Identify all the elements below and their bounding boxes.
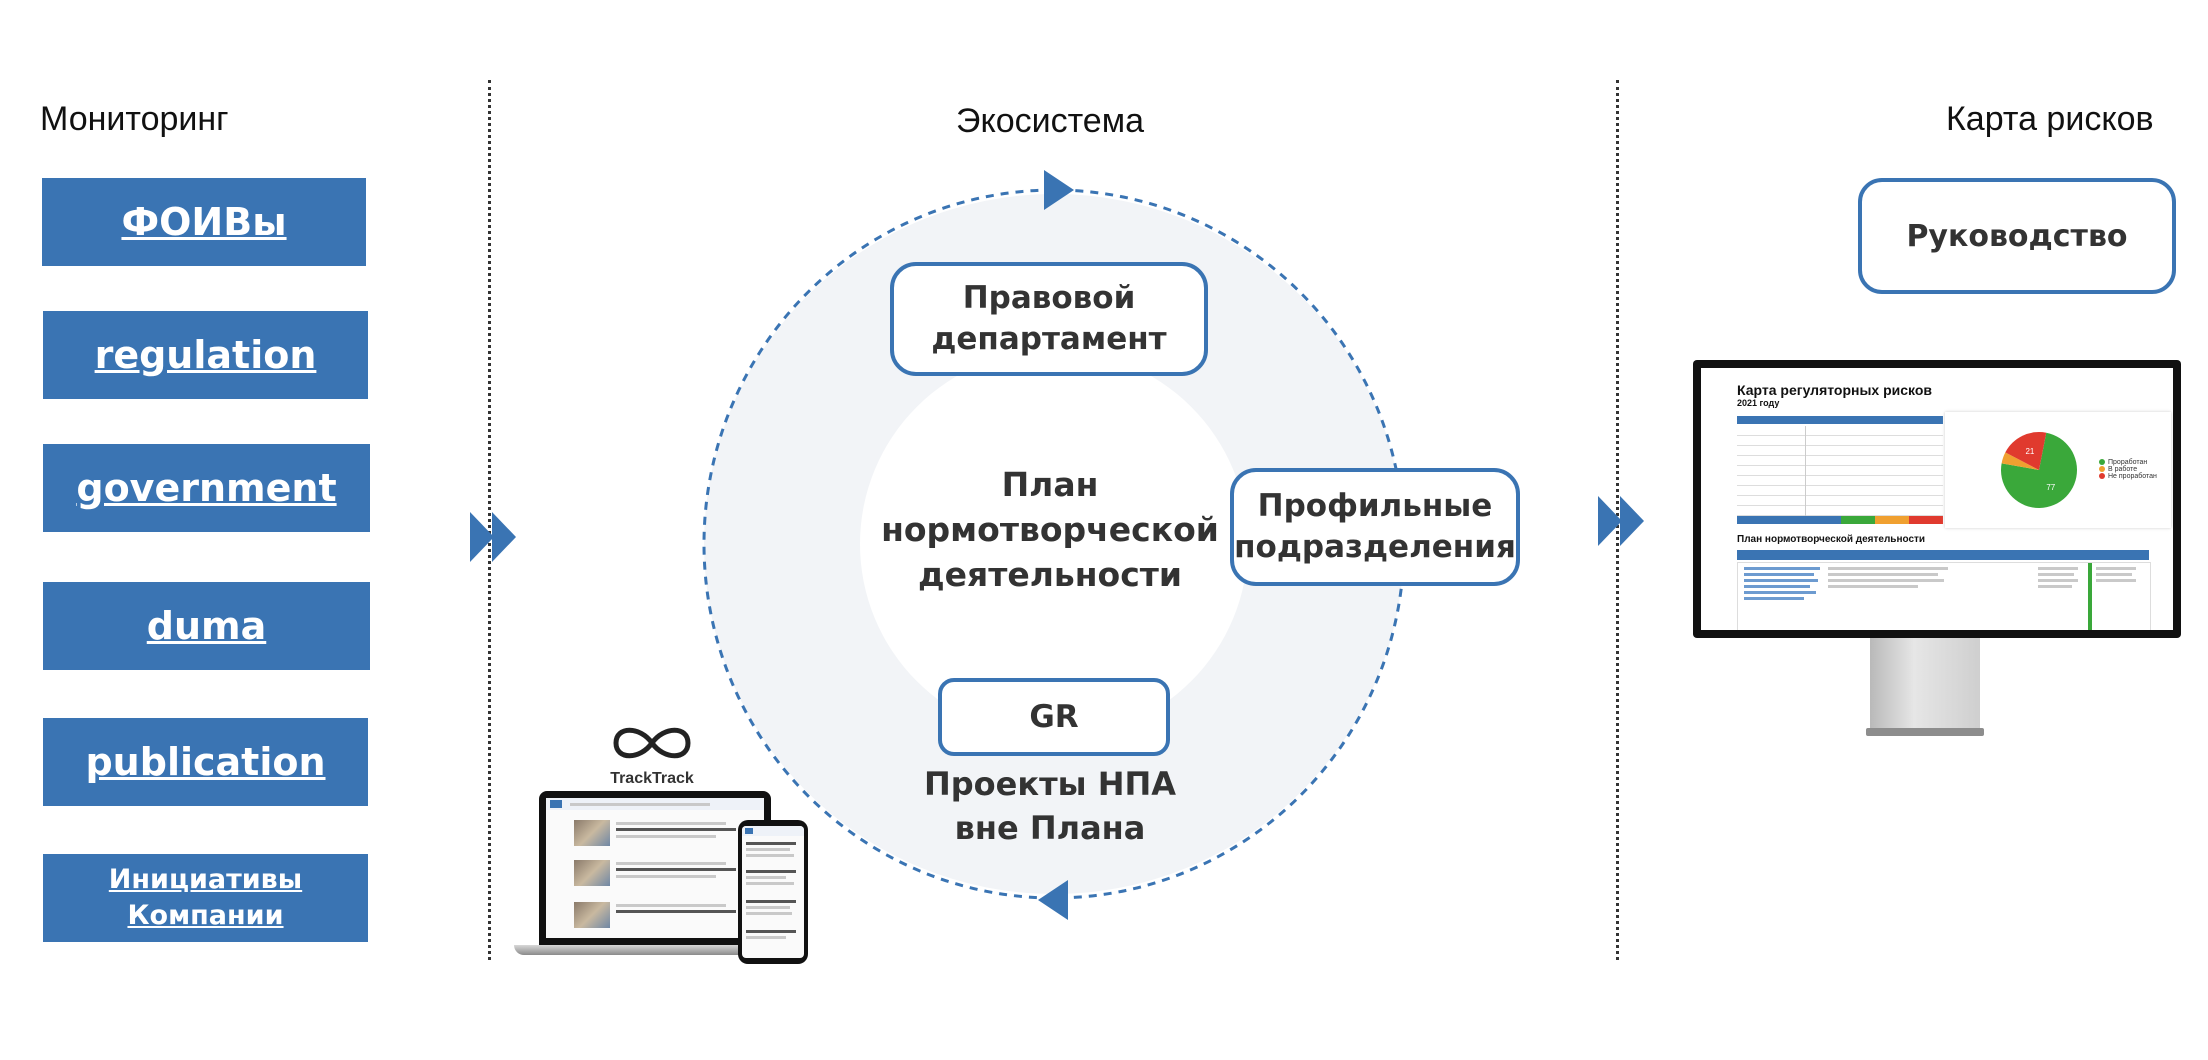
pie-slice-label: 77: [2046, 483, 2055, 492]
legal-line2: департамент: [931, 321, 1167, 357]
monitoring-link-label: duma: [146, 604, 267, 648]
table-row: [1737, 476, 1943, 486]
plan-title-line3: деятельности: [917, 555, 1183, 594]
legend-label-1: В работе: [2108, 465, 2137, 473]
risk-map-screen-subtitle: 2021 году: [1737, 398, 1780, 408]
flow-arrow-left-icon: [470, 512, 516, 562]
monitoring-link-publication[interactable]: publication: [43, 718, 368, 806]
table-row: [1737, 456, 1943, 466]
pie-slice-label: 21: [2025, 447, 2034, 456]
management-label: Руководство: [1906, 218, 2128, 254]
profile-line2: подразделения: [1234, 529, 1516, 565]
risk-table-totals: [1737, 516, 1943, 524]
projects-line1: Проекты НПА: [923, 765, 1177, 803]
monitor-stand: [1870, 638, 1980, 734]
legal-line1: Правовой: [962, 280, 1136, 316]
monitoring-link-label: regulation: [94, 333, 317, 377]
monitoring-link-label: ФОИВы: [121, 200, 287, 244]
ecosystem-title: Экосистема: [956, 102, 1144, 140]
pie-slice: [2001, 452, 2039, 470]
laptop-app-icon: [550, 800, 562, 808]
legend-label-2: Не проработан: [2108, 472, 2157, 480]
profile-line1: Профильные: [1257, 488, 1493, 524]
laptop-base: [514, 945, 796, 955]
monitoring-link-label-line2: Компании: [127, 900, 284, 931]
monitor-device: Карта регуляторных рисков 2021 году 77 21…: [1693, 360, 2181, 638]
pie-slice: [2005, 432, 2047, 470]
phone-device: [738, 820, 808, 964]
projects-line2: вне Плана: [954, 809, 1146, 847]
laptop-screen-content: [546, 798, 764, 938]
legend-swatch-orange: [2099, 466, 2105, 472]
pie-slice: [2001, 432, 2077, 508]
ecosystem-cycle-diagram: [702, 170, 1406, 920]
monitoring-link-regulation[interactable]: regulation: [43, 311, 368, 399]
monitor-stand-base: [1866, 728, 1984, 736]
monitoring-title: Мониторинг: [40, 100, 229, 138]
legal-department-box: Правовой департамент: [890, 262, 1208, 376]
cycle-arrow-top-icon: [1044, 170, 1074, 210]
tracktrack-brand: TrackTrack: [610, 770, 694, 787]
monitoring-link-duma[interactable]: duma: [43, 582, 370, 670]
phone-screen-content: [742, 826, 804, 958]
risk-table-header: [1737, 416, 1943, 424]
table-row: [1737, 506, 1943, 516]
gr-box: GR: [938, 678, 1170, 756]
risk-map-screen: Карта регуляторных рисков 2021 году 77 21…: [1701, 368, 2173, 630]
profile-departments-box: Профильные подразделения: [1230, 468, 1520, 586]
monitoring-link-label: publication: [85, 740, 326, 784]
gr-label: GR: [1029, 698, 1079, 735]
risk-map-screen-title: Карта регуляторных рисков: [1737, 382, 1933, 398]
left-divider: [488, 80, 491, 960]
risk-pie-chart: 77 21 Проработан В работе Не проработан: [2001, 432, 2157, 508]
table-row: [1737, 426, 1943, 436]
flow-arrow-right-icon: [1598, 496, 1644, 546]
management-box: Руководство: [1858, 178, 2176, 294]
riskmap-title: Карта рисков: [1946, 100, 2154, 138]
plan-screen-title: План нормотворческой деятельности: [1737, 534, 1926, 545]
plan-table-header: [1737, 550, 2149, 560]
table-row: [1737, 466, 1943, 476]
cycle-arrow-bottom-icon: [1038, 880, 1068, 920]
table-row: [1737, 496, 1943, 506]
monitoring-link-initiatives[interactable]: Инициативы Компании: [43, 854, 368, 942]
tracktrack-logo-icon: [613, 727, 691, 759]
monitoring-link-foiv[interactable]: ФОИВы: [42, 178, 366, 266]
legend-swatch-green: [2099, 459, 2105, 465]
plan-title-line2: нормотворческой: [881, 510, 1219, 549]
legend-swatch-red: [2099, 473, 2105, 479]
projects-outside-plan: Проекты НПА вне Плана: [900, 762, 1200, 850]
monitoring-link-government[interactable]: government: [43, 444, 370, 532]
cycle-inner: [860, 350, 1248, 738]
plan-title-line1: План: [1001, 465, 1099, 504]
table-row: [1737, 486, 1943, 496]
table-row: [1737, 446, 1943, 456]
laptop-device: [539, 791, 771, 945]
table-row: [1737, 436, 1943, 446]
monitoring-link-label-line1: Инициативы: [108, 864, 303, 895]
legend-label-0: Проработан: [2108, 458, 2147, 466]
plan-title: План нормотворческой деятельности: [880, 462, 1220, 597]
plan-table-body: [1737, 562, 2151, 630]
monitoring-link-label: government: [76, 466, 337, 510]
